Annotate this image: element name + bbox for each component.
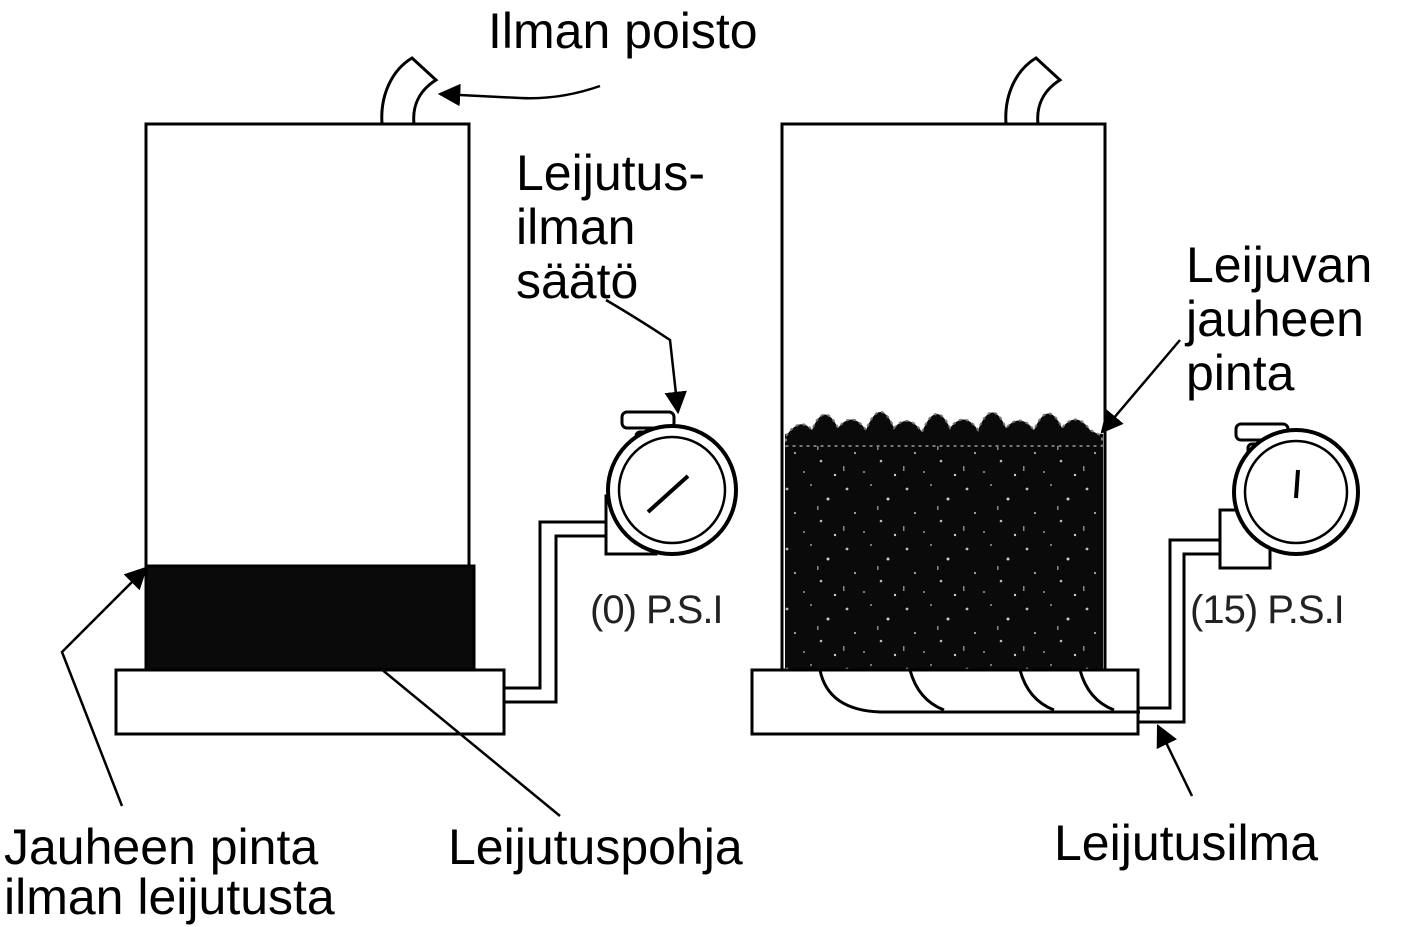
leader-fluid-bed bbox=[379, 667, 561, 817]
leader-lines bbox=[60, 83, 1194, 817]
label-fluid-air-adjust-line3: säätö bbox=[516, 253, 639, 309]
leader-air-exhaust bbox=[437, 83, 601, 107]
label-air-exhaust: Ilman poisto bbox=[488, 3, 758, 59]
left-gauge-reading: (0) P.S.I bbox=[590, 588, 724, 632]
right-powder-surface bbox=[785, 411, 1103, 447]
label-fluid-surface-line3: pinta bbox=[1186, 345, 1295, 401]
label-surface-no-fluid-line2: ilman leijutusta bbox=[4, 869, 335, 925]
left-hopper bbox=[114, 56, 738, 736]
right-air-channels bbox=[818, 669, 1140, 714]
label-fluid-air-adjust-line2: ilman bbox=[516, 199, 636, 255]
right-gauge-reading: (15) P.S.I bbox=[1190, 588, 1345, 632]
label-fluid-air-adjust: Leijutus- ilman säätö bbox=[516, 146, 705, 308]
right-fluidized-powder bbox=[785, 434, 1103, 670]
label-fluid-air: Leijutusilma bbox=[1054, 815, 1319, 871]
label-fluid-bed: Leijutuspohja bbox=[448, 819, 743, 875]
left-base-plate bbox=[114, 668, 506, 736]
label-surface-no-fluid: Jauheen pinta ilman leijutusta bbox=[4, 822, 335, 922]
label-fluid-surface-line1: Leijuvan bbox=[1186, 237, 1373, 293]
leader-fluid-surface bbox=[1100, 339, 1181, 434]
leader-fluid-air bbox=[1156, 723, 1194, 797]
label-fluid-surface-line2: jauheen bbox=[1186, 291, 1364, 347]
left-exhaust-pipe bbox=[380, 56, 439, 126]
right-base-plate bbox=[750, 668, 1140, 736]
left-tank bbox=[144, 122, 471, 572]
leader-fluid-air-adjust bbox=[605, 298, 687, 415]
left-pressure-gauge bbox=[604, 410, 738, 556]
right-exhaust-pipe bbox=[1004, 56, 1063, 126]
label-fluid-air-adjust-line1: Leijutus- bbox=[516, 145, 705, 201]
left-powder-layer bbox=[144, 564, 476, 672]
right-pressure-gauge bbox=[1218, 422, 1360, 570]
label-surface-no-fluid-line1: Jauheen pinta bbox=[4, 819, 319, 875]
right-hopper bbox=[750, 56, 1360, 736]
label-fluid-surface: Leijuvan jauheen pinta bbox=[1186, 238, 1372, 400]
leader-surface-no-fluid bbox=[60, 566, 148, 807]
